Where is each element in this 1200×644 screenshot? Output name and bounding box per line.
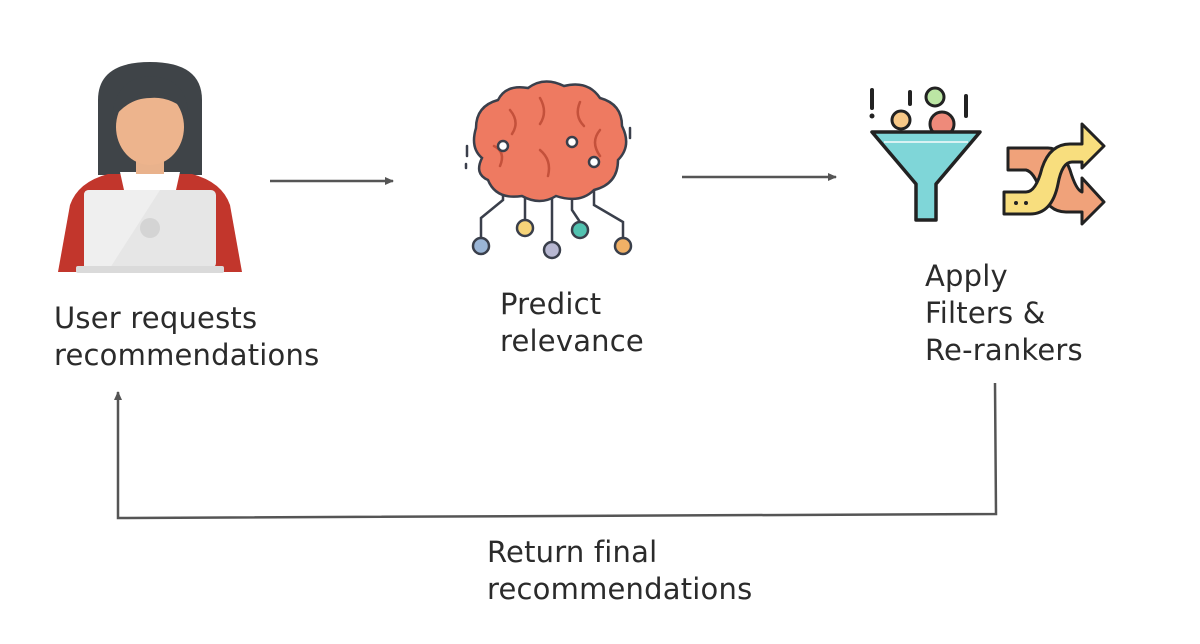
step-predict-line1: Predict xyxy=(500,287,602,321)
feedback-label: Return final recommendations xyxy=(487,534,752,608)
step-user-label: User requests recommendations xyxy=(54,300,319,374)
step-user-line2: recommendations xyxy=(54,338,320,372)
brain-network-icon xyxy=(464,80,633,260)
step-predict-line2: relevance xyxy=(500,324,644,358)
step-filters-line3: Re-rankers xyxy=(925,333,1083,367)
feedback-line1: Return final xyxy=(487,535,658,569)
step-user-line1: User requests xyxy=(54,301,258,335)
feedback-loop-arrow xyxy=(114,382,998,520)
user-laptop-icon xyxy=(58,62,242,273)
funnel-icon xyxy=(869,86,982,222)
feedback-line2: recommendations xyxy=(487,572,753,606)
step-filters-line1: Apply xyxy=(925,259,1008,293)
step-filters-line2: Filters & xyxy=(925,296,1046,330)
step-filters-label: Apply Filters & Re-rankers xyxy=(925,258,1083,369)
shuffle-icon xyxy=(1002,122,1106,226)
step-predict-label: Predict relevance xyxy=(500,286,644,360)
